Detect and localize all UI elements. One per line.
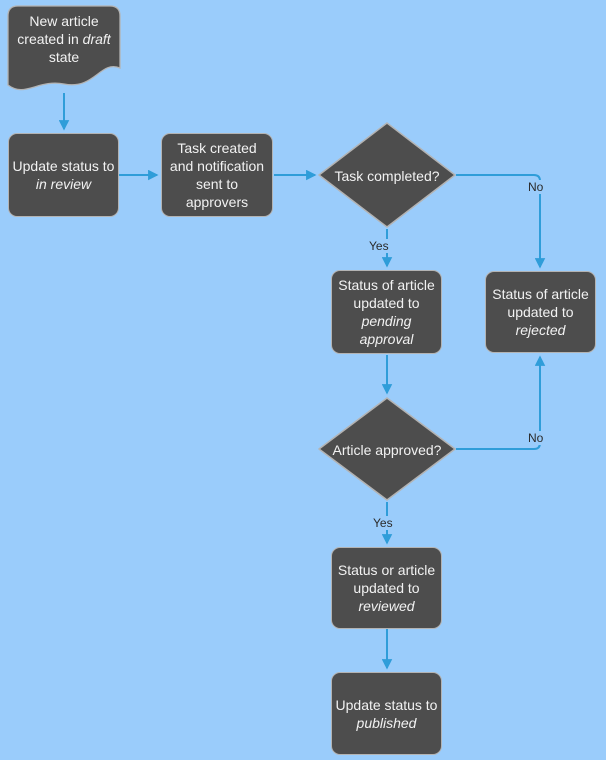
node-status-reviewed: Status or article updated to reviewed <box>331 547 442 629</box>
node-status-rejected: Status of article updated to rejected <box>485 271 596 353</box>
edge-label-task-completed-yes: Yes <box>366 239 392 253</box>
decision-article-approved-label: Article approved? <box>332 442 442 458</box>
edge-label-article-approved-yes: Yes <box>370 516 396 530</box>
diamond-shape-article-approved <box>318 397 456 501</box>
edge-label-article-approved-no: No <box>525 431 547 445</box>
node-draft-line3: state <box>48 49 80 65</box>
node-status-pending-approval: Status of article updated to pending app… <box>331 270 442 354</box>
node-task-created-notification: Task created and notification sent to ap… <box>161 133 273 217</box>
diamond-shape-task-completed <box>318 122 456 228</box>
decision-task-completed-label: Task completed? <box>334 168 440 184</box>
node-draft-label: New article created in draft state <box>8 12 120 66</box>
node-update-status-in-review: Update status to in review <box>8 133 119 217</box>
node-draft-line2: created in draft <box>17 31 111 47</box>
document-shape-draft <box>7 5 121 91</box>
node-update-status-published: Update status to published <box>331 672 442 755</box>
node-draft-line1: New article <box>29 13 99 29</box>
edge-label-task-completed-no: No <box>525 180 547 194</box>
